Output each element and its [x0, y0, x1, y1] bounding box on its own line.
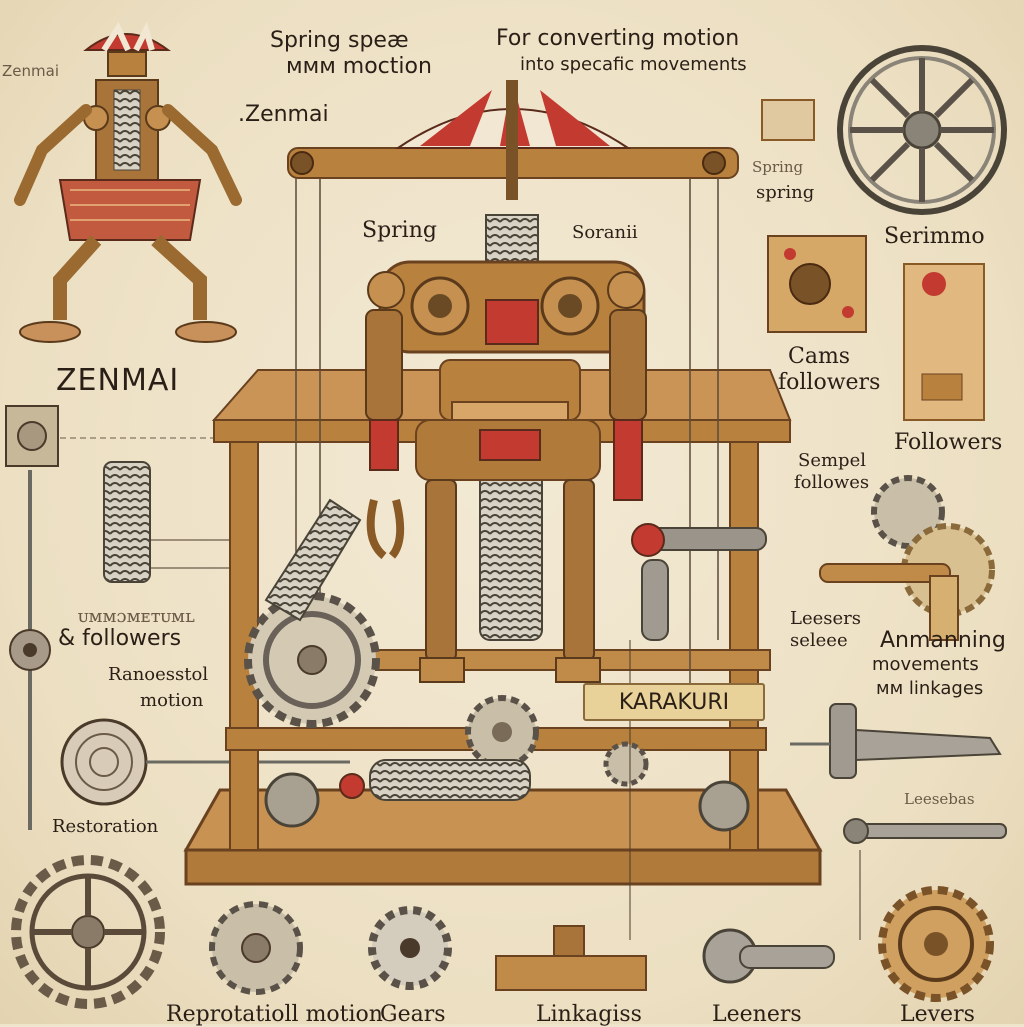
- label-levers-bottom-b: Levers: [900, 1002, 975, 1027]
- label-spring-small-line2: spring: [756, 182, 815, 203]
- label-leesebas: Leesebas: [904, 790, 975, 808]
- label-serimmo: Serimmo: [884, 224, 985, 249]
- label-sempel-line2: followes: [794, 472, 870, 493]
- label-rotational-line2: motion: [140, 690, 204, 711]
- left-parts-column: [5, 405, 350, 830]
- label-followers-line1: ᴜᴍᴍɔᴍᴇᴛᴜᴍʟ: [78, 606, 195, 627]
- label-spring: Spring: [362, 218, 437, 243]
- bottom-parts-row: [11, 855, 994, 1009]
- label-animating-line2: movements: [872, 654, 979, 675]
- label-animating-line3: ᴍᴍ linkages: [876, 678, 984, 699]
- label-karakuri-plate: KARAKURI: [583, 683, 765, 721]
- label-spring-small-line1: Spring: [752, 158, 804, 176]
- label-zenmai-big: ZENMAI: [56, 363, 180, 398]
- label-followers-line2: & followers: [58, 626, 182, 651]
- label-spring-motion-line2: ᴍᴍᴍ moction: [286, 54, 432, 79]
- label-soranii: Soranii: [572, 222, 638, 243]
- label-levers-bottom-a: Leeners: [712, 1002, 802, 1027]
- label-cams-line1: Cams: [788, 344, 851, 369]
- label-zenmai-dot: .Zenmai: [238, 102, 329, 127]
- label-sempel-line1: Sempel: [798, 450, 866, 471]
- label-cams-line2: followers: [778, 370, 881, 395]
- label-converting-motion-line1: For converting motion: [496, 26, 740, 51]
- label-linkages-bottom: Linkagiss: [536, 1002, 642, 1027]
- label-rotational-motion-bottom: Reprotatioll motion: [166, 1002, 383, 1027]
- label-levers-line2: seleee: [790, 630, 848, 651]
- label-gears-bottom: Gears: [380, 1002, 446, 1027]
- label-restoration: Restoration: [52, 816, 159, 837]
- right-parts-column: [629, 45, 1007, 940]
- karakuri-machine: [183, 80, 823, 886]
- label-zenmai-small: Zenmai: [2, 62, 59, 80]
- label-rotational-line1: Ranoesstol: [108, 664, 209, 685]
- label-converting-motion-line2: into specafic movements: [520, 54, 747, 75]
- label-animating-line1: Anmanning: [880, 628, 1006, 653]
- label-followers-right: Followers: [894, 430, 1003, 455]
- label-levers-line1: Leesers: [790, 608, 861, 629]
- zenmai-robot-figure: [14, 21, 242, 343]
- label-spring-motion-line1: Spring speæ: [270, 28, 409, 53]
